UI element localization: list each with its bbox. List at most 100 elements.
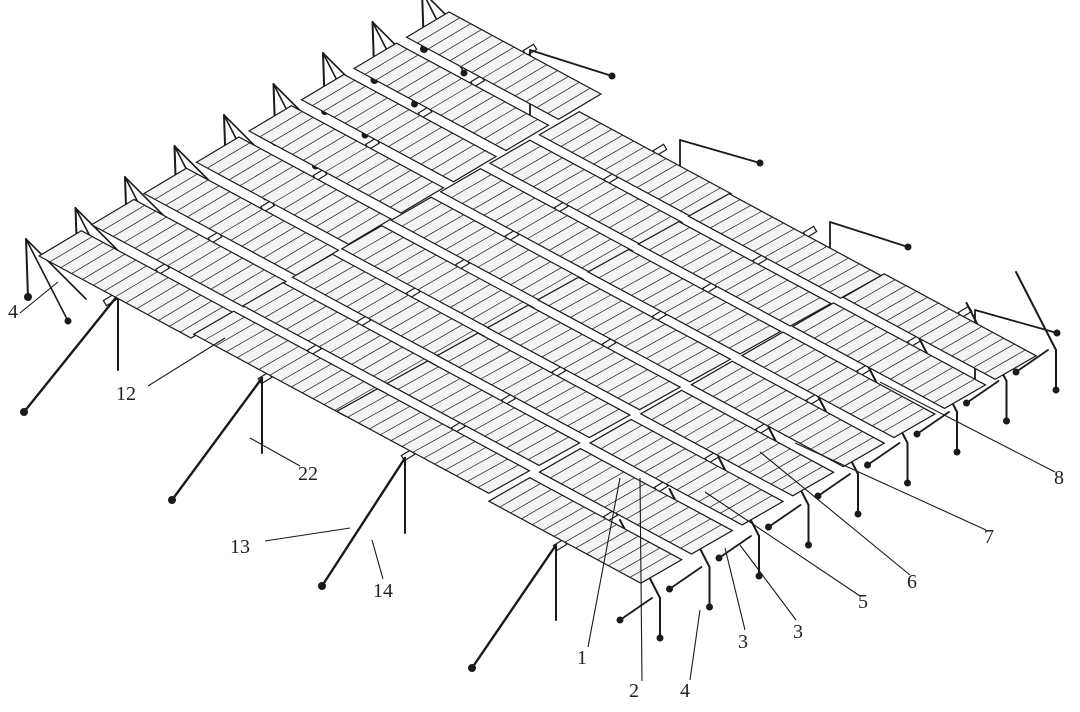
- panel-cell-divider: [581, 300, 623, 324]
- panel-cell-divider: [434, 441, 476, 465]
- panel-cell-divider: [113, 210, 156, 237]
- panel-cell-divider: [624, 323, 666, 347]
- panel-cell-divider: [613, 317, 655, 342]
- panel-cell-divider: [521, 494, 563, 520]
- panel-cell-divider: [514, 70, 558, 97]
- panel-cell-divider: [796, 251, 838, 276]
- panel-cell-divider: [774, 349, 816, 374]
- panel-cell-divider: [82, 253, 126, 280]
- panel-cell-divider: [530, 328, 572, 352]
- panel-cell-divider: [626, 158, 667, 182]
- panel-cell-divider: [532, 500, 574, 525]
- panel-cell-divider: [324, 271, 366, 296]
- panel-cell-divider: [620, 266, 662, 290]
- panel-cell-divider: [158, 294, 202, 321]
- panel-cell-divider: [669, 181, 710, 206]
- panel-cell-divider: [560, 123, 602, 147]
- panel-cell-divider: [649, 227, 690, 251]
- panel-cell-divider: [462, 101, 506, 128]
- right-stay: [974, 309, 1058, 334]
- panel-cell-divider: [337, 212, 381, 239]
- panel-cell-divider: [521, 267, 562, 291]
- right-stay: [829, 221, 909, 248]
- panel-cell-divider: [536, 81, 580, 108]
- panel-cell-divider: [548, 282, 590, 306]
- label-2: 2: [629, 680, 639, 702]
- panel-cell-divider: [597, 535, 639, 561]
- front-leg-foot: [805, 541, 812, 549]
- front-leg-brace: [965, 380, 1000, 404]
- panel-cell-divider: [586, 530, 628, 555]
- inclined-strut: [170, 376, 264, 502]
- panel-cell-divider: [204, 316, 245, 341]
- panel-cell-divider: [835, 326, 878, 351]
- panel-cell-divider: [456, 232, 497, 256]
- panel-cell-divider: [779, 297, 821, 321]
- panel-cell-divider: [460, 40, 504, 67]
- stay-anchor: [608, 72, 616, 80]
- panel-cell-divider: [734, 384, 776, 409]
- panel-cell-divider: [674, 295, 716, 320]
- front-leg-foot: [656, 634, 664, 642]
- panel-cell-divider: [606, 369, 648, 393]
- panel-cell-divider: [297, 311, 338, 336]
- panel-cell-divider: [574, 351, 616, 375]
- leader-line: [704, 491, 861, 597]
- leader-lines: [19, 281, 1056, 682]
- label-8: 8: [1054, 467, 1064, 489]
- panel-cell-divider: [165, 179, 209, 206]
- panel-cell-divider: [498, 310, 540, 334]
- panel-cell-divider: [825, 320, 867, 345]
- panel-cell-divider: [723, 378, 766, 403]
- panel-cell-divider: [198, 197, 241, 224]
- panel-cell-divider: [482, 52, 526, 79]
- panel-cell-divider: [633, 442, 675, 467]
- panel-cell-divider: [390, 181, 433, 208]
- panel-cell-divider: [806, 366, 849, 392]
- label-22: 22: [298, 463, 318, 485]
- panel-cell-divider: [714, 262, 756, 286]
- panel-cell-divider: [651, 395, 693, 420]
- panel-cell-divider: [169, 300, 212, 327]
- panel-cell-divider: [294, 189, 337, 216]
- panel-cell-divider: [493, 58, 536, 85]
- panel-cell-divider: [419, 378, 461, 402]
- panel-cell-divider: [363, 237, 404, 261]
- panel-cell-divider: [810, 425, 852, 450]
- panel-cell-divider: [428, 23, 471, 50]
- panel-cell-divider: [864, 285, 907, 310]
- panel-cell-divider: [423, 214, 464, 239]
- panel-cell-divider: [315, 201, 359, 227]
- panel-cell-divider: [951, 332, 993, 357]
- panel-cell-divider: [506, 425, 548, 449]
- panel-cell-divider: [593, 140, 634, 165]
- panel-cell-divider: [477, 464, 519, 488]
- right-stay: [529, 49, 613, 77]
- panel-cell-divider: [598, 254, 640, 279]
- panel-cell-divider: [269, 351, 310, 376]
- panel-cell-divider: [399, 126, 442, 153]
- front-leg-foot: [755, 572, 763, 580]
- front-leg-brace: [718, 535, 752, 559]
- panel-cell-divider: [646, 335, 688, 359]
- panel-cell-divider: [702, 366, 744, 391]
- panel-cell-divider: [462, 180, 503, 204]
- panel-cell-divider: [494, 197, 535, 222]
- panel-cell-divider: [431, 144, 475, 171]
- inclined-strut: [470, 543, 558, 670]
- front-leg-foot: [854, 510, 862, 518]
- panel-cell-divider: [796, 361, 838, 386]
- panel-cell-divider: [534, 385, 576, 409]
- panel-cell-divider: [239, 160, 283, 186]
- panel-cell-divider: [680, 187, 721, 212]
- panel-cell-divider: [471, 46, 515, 73]
- leader-line: [739, 544, 797, 621]
- panel-cell-divider: [462, 401, 504, 425]
- panel-cell-divider: [718, 319, 760, 343]
- panel-cell-divider: [283, 183, 326, 210]
- panel-cell-divider: [587, 192, 628, 217]
- panel-cell-divider: [304, 195, 348, 222]
- panel-cell-divider: [578, 408, 620, 433]
- panel-cell-divider: [385, 248, 426, 273]
